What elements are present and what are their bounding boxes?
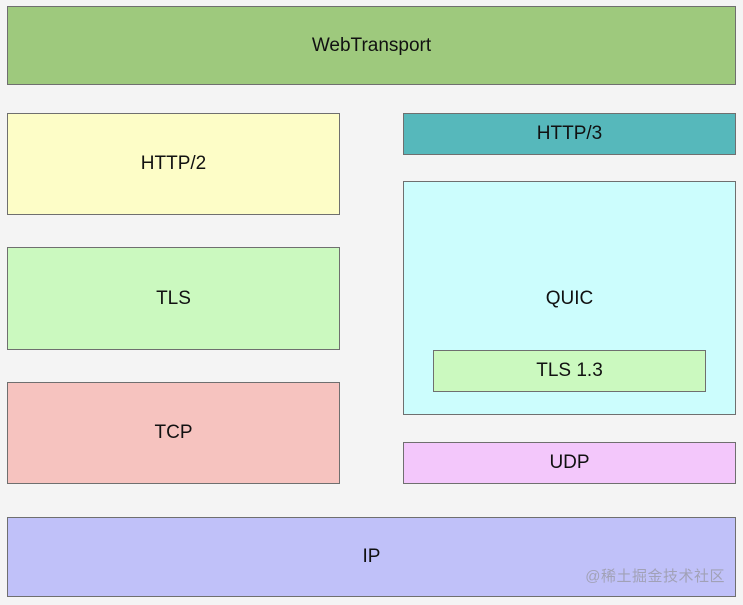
tls-label: TLS	[156, 287, 191, 309]
ip-label: IP	[362, 546, 381, 567]
http3-layer: HTTP/3	[403, 113, 736, 155]
quic-label: QUIC	[545, 288, 594, 309]
ip-layer: IP	[7, 517, 736, 597]
http2-label: HTTP/2	[140, 153, 207, 174]
http2-layer: HTTP/2	[7, 113, 340, 215]
quic-layer: QUIC TLS 1.3	[403, 181, 736, 415]
tls13-layer: TLS 1.3	[433, 350, 706, 392]
webtransport-layer: WebTransport	[7, 6, 736, 85]
tcp-label: TCP	[154, 422, 193, 443]
http3-label: HTTP/3	[536, 123, 603, 144]
watermark: @稀土掘金技术社区	[585, 568, 725, 585]
tls13-label: TLS 1.3	[536, 360, 603, 381]
udp-label: UDP	[549, 452, 590, 473]
tcp-layer: TCP	[7, 382, 340, 484]
udp-layer: UDP	[403, 442, 736, 484]
tls-layer: TLS	[7, 247, 340, 350]
webtransport-label: WebTransport	[311, 34, 432, 56]
